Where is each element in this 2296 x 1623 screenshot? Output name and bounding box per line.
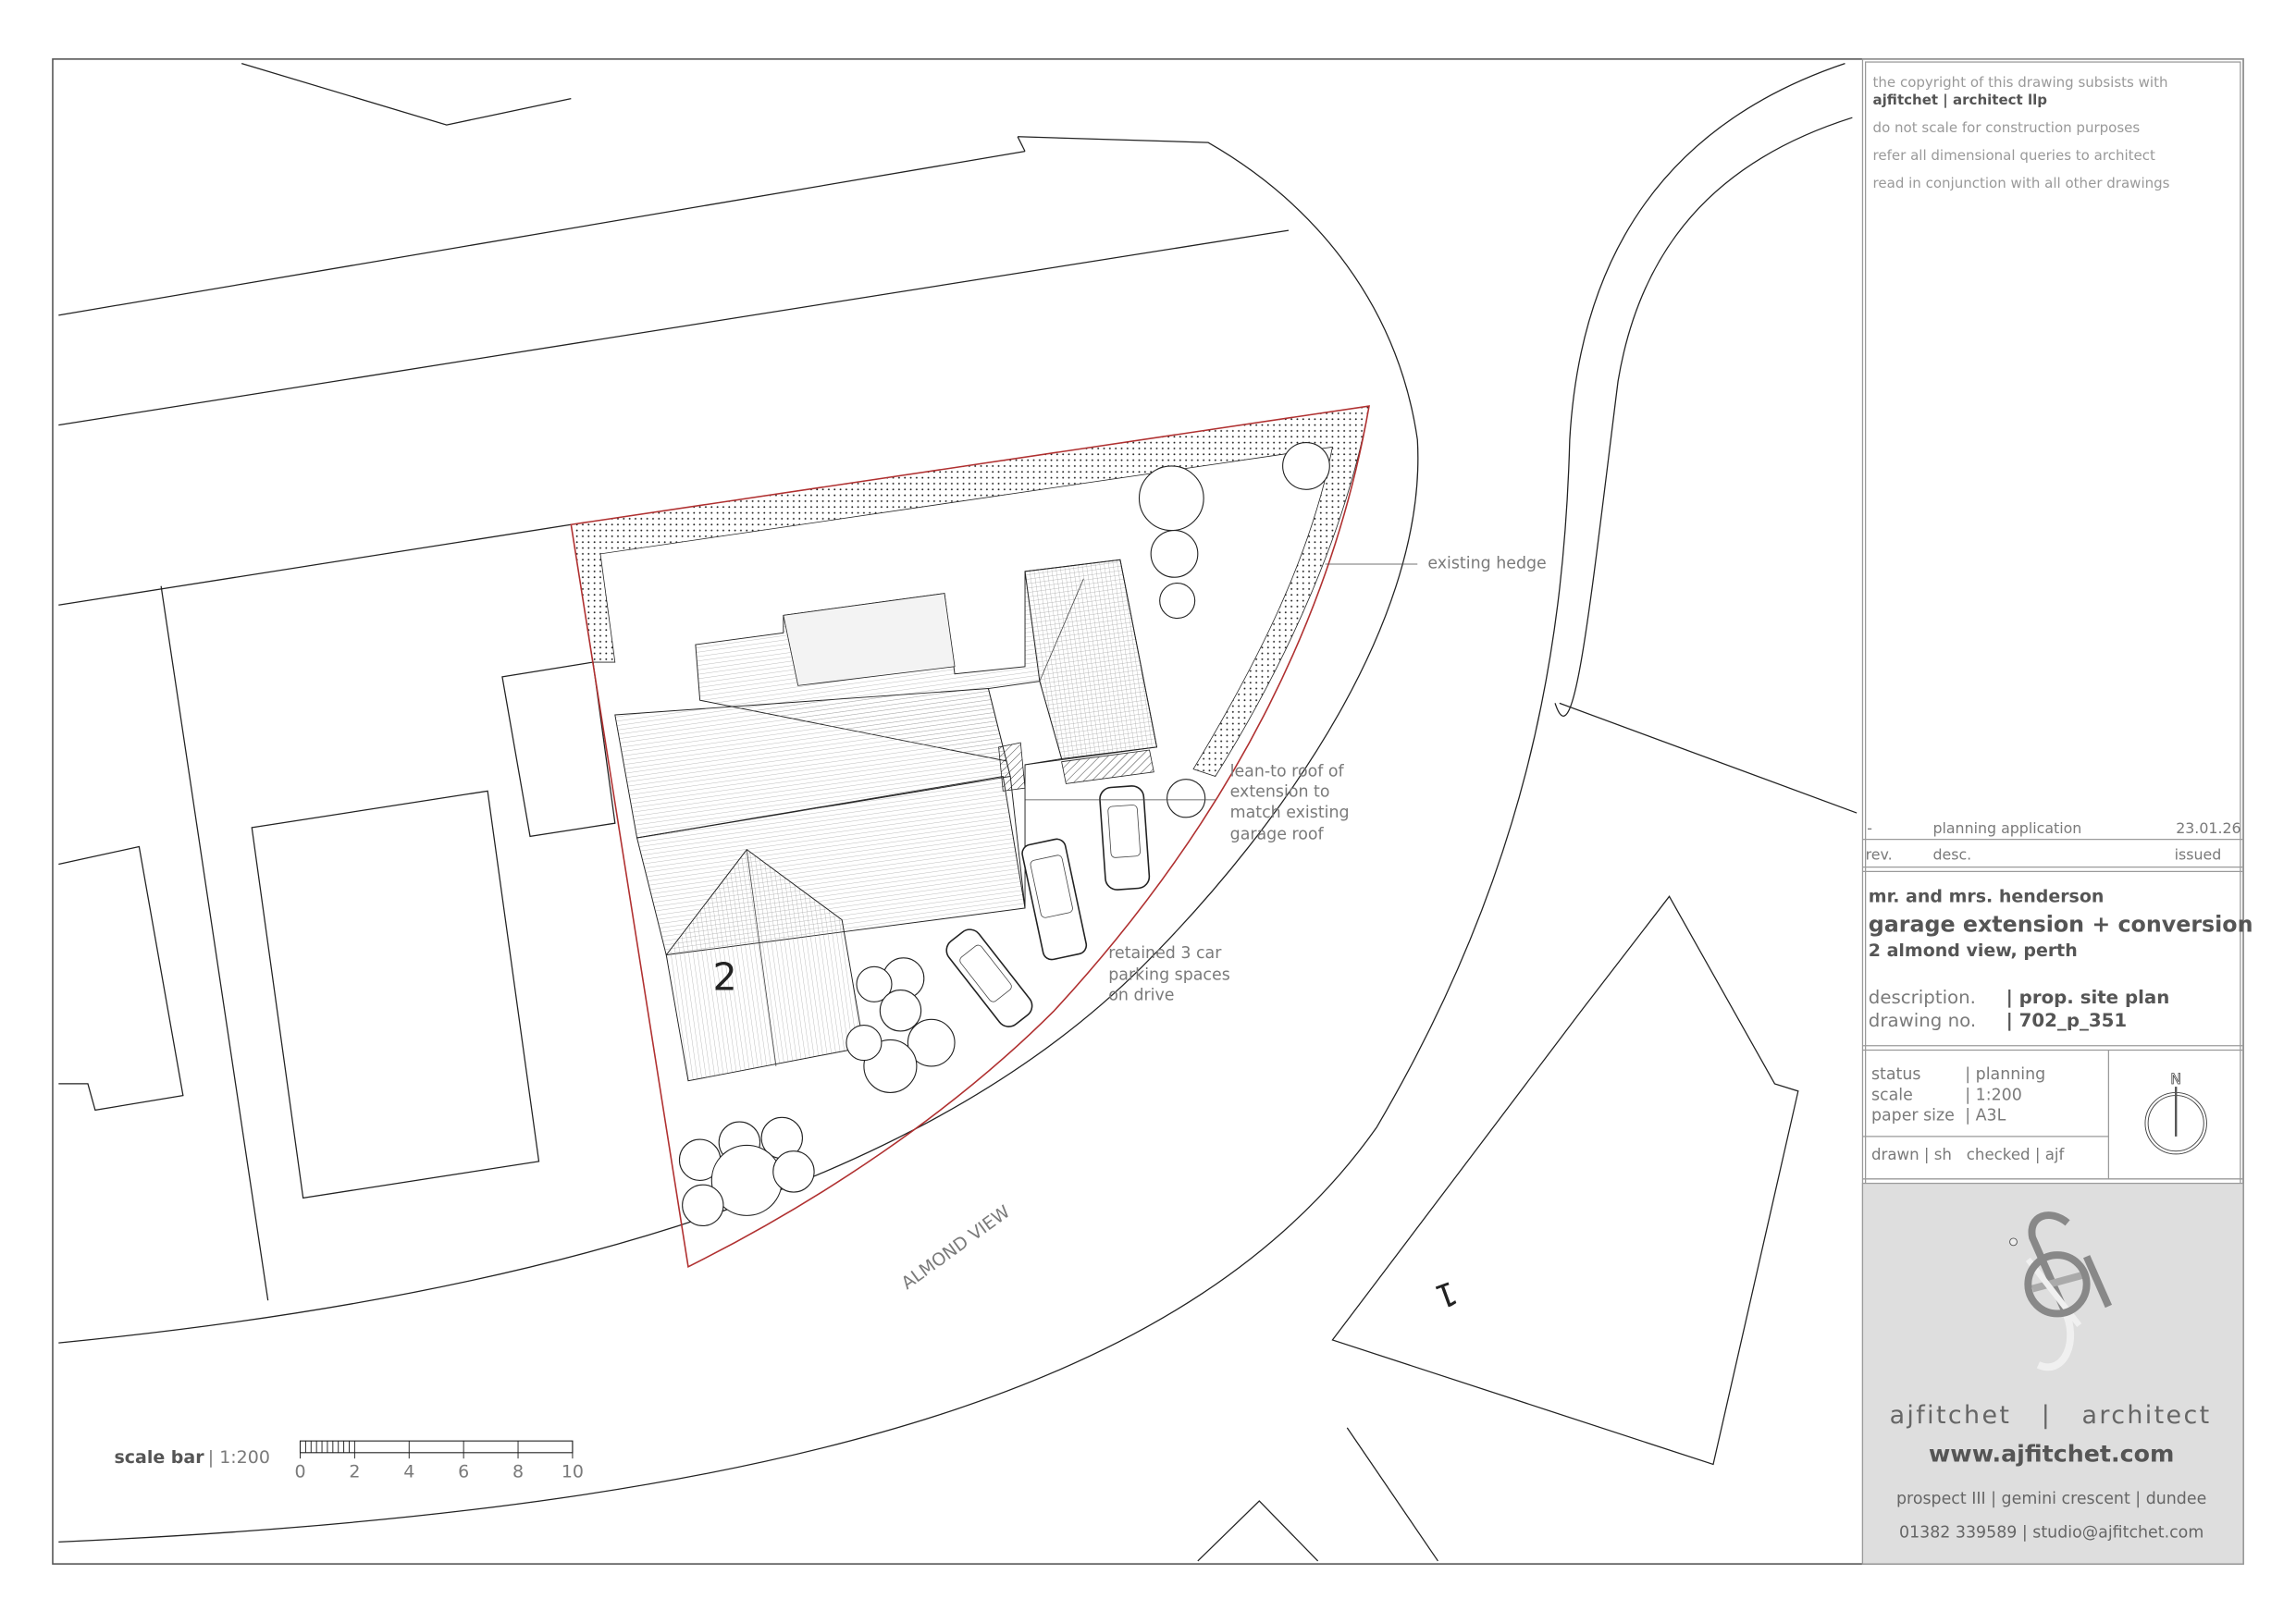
scale-label: scale bbox=[1871, 1086, 1913, 1104]
tree bbox=[1159, 583, 1196, 620]
scale-bar-tick-label: 8 bbox=[512, 1462, 524, 1482]
north-plot-line-2 bbox=[58, 229, 1290, 426]
tree bbox=[1282, 442, 1330, 490]
note-do-not-scale: do not scale for construction purposes bbox=[1873, 119, 2141, 136]
hip-roof bbox=[1024, 559, 1158, 760]
drawing-no-value: | 702_p_351 bbox=[2006, 1010, 2128, 1031]
lean-to-roof-2 bbox=[1061, 749, 1154, 784]
neighbour-house-1 bbox=[1331, 895, 1799, 1466]
status-value: | planning bbox=[1965, 1065, 2045, 1084]
tree bbox=[879, 990, 922, 1032]
car bbox=[945, 928, 1033, 1027]
south-shape bbox=[1197, 1500, 1319, 1562]
rev-value: - bbox=[1867, 819, 1872, 837]
note-copyright: the copyright of this drawing subsists w… bbox=[1873, 74, 2168, 91]
paper-label: paper size bbox=[1871, 1106, 1955, 1125]
scale-bar-label: scale bar bbox=[114, 1447, 204, 1468]
tree bbox=[846, 1025, 883, 1062]
practice-logo bbox=[2009, 1211, 2113, 1371]
svg-text:N: N bbox=[2170, 1070, 2181, 1088]
street-name: ALMOND VIEW bbox=[898, 1201, 1015, 1294]
practice-name-sep: | bbox=[2042, 1401, 2050, 1430]
rev-header: rev. bbox=[1866, 846, 1893, 864]
project-title: garage extension + conversion bbox=[1869, 911, 2253, 937]
road-edge-inner bbox=[58, 136, 1419, 1344]
car bbox=[1021, 838, 1088, 961]
lean-to-roof bbox=[998, 742, 1026, 792]
drawn-checked: drawn | sh checked | ajf bbox=[1871, 1146, 2066, 1163]
tree bbox=[682, 1184, 724, 1227]
practice-website[interactable]: www.ajfitchet.com bbox=[1929, 1439, 2174, 1467]
gable-ridge bbox=[746, 849, 777, 1066]
neighbour-boundary bbox=[1559, 702, 1858, 814]
description-value: | prop. site plan bbox=[2006, 987, 2170, 1008]
site-plan-drawing: 1 2 bbox=[58, 63, 1858, 1562]
tree bbox=[856, 965, 893, 1002]
practice-panel bbox=[1861, 1182, 2244, 1565]
road-end bbox=[1017, 136, 1026, 152]
scale-bar-tick-label: 4 bbox=[403, 1462, 414, 1482]
west-plot-line bbox=[160, 585, 269, 1301]
road-edge-outer bbox=[58, 63, 1845, 1543]
desc-header: desc. bbox=[1932, 846, 1971, 864]
practice-name-left: ajfitchet bbox=[1890, 1401, 2012, 1430]
paper-value: | A3L bbox=[1965, 1106, 2006, 1125]
tree bbox=[1138, 465, 1204, 532]
hip-line bbox=[1039, 578, 1084, 682]
north-arrow-icon: N bbox=[2144, 1070, 2207, 1155]
rear-flat-roof bbox=[783, 593, 956, 686]
trees bbox=[678, 442, 1330, 1227]
label-parking: retained 3 car parking spaces on drive bbox=[1108, 944, 1235, 1005]
practice-contact[interactable]: 01382 339589 | studio@ajfitchet.com bbox=[1899, 1524, 2203, 1543]
site-boundary bbox=[570, 405, 1370, 1268]
practice-name-right: architect bbox=[2082, 1401, 2212, 1430]
car bbox=[1099, 785, 1151, 891]
neighbour-number: 1 bbox=[1430, 1273, 1463, 1315]
scale-bar-ratio: | 1:200 bbox=[208, 1447, 270, 1468]
tree bbox=[772, 1150, 815, 1193]
plot-number: 2 bbox=[712, 955, 736, 1000]
scale-bar-tick-label: 2 bbox=[349, 1462, 360, 1482]
client-name: mr. and mrs. henderson bbox=[1869, 887, 2105, 907]
west-building bbox=[251, 790, 540, 1199]
front-gable-roof bbox=[665, 848, 865, 1082]
description-label: description. bbox=[1869, 987, 1976, 1008]
scale-bar-tick-label: 6 bbox=[458, 1462, 469, 1482]
status-label: status bbox=[1871, 1065, 1921, 1084]
north-plot-line-3 bbox=[58, 523, 572, 606]
revision-row: - planning application 23.01.26 bbox=[1867, 819, 2240, 837]
label-lean-to-roof: lean-to roof of extension to match exist… bbox=[1230, 763, 1354, 844]
drawing-no-label: drawing no. bbox=[1869, 1010, 1976, 1031]
tree bbox=[1150, 530, 1199, 578]
rev-issued: 23.01.26 bbox=[2176, 819, 2240, 837]
practice-address: prospect III | gemini crescent | dundee bbox=[1896, 1490, 2206, 1508]
issued-header: issued bbox=[2175, 846, 2222, 864]
note-queries: refer all dimensional queries to archite… bbox=[1873, 147, 2155, 164]
tree bbox=[907, 1018, 956, 1067]
existing-hedge bbox=[570, 405, 1370, 777]
scale-bar: scale bar | 1:200 0 2 4 6 8 10 bbox=[114, 1440, 584, 1482]
house-roof-plan: 2 bbox=[614, 559, 1158, 1082]
scale-bar-tick-label: 0 bbox=[294, 1462, 305, 1482]
scale-value: | 1:200 bbox=[1965, 1086, 2022, 1104]
title-block: the copyright of this drawing subsists w… bbox=[1861, 58, 2253, 1565]
project-address: 2 almond view, perth bbox=[1869, 941, 2078, 961]
north-plot-line-1 bbox=[58, 150, 1026, 316]
label-existing-hedge: existing hedge bbox=[1427, 555, 1546, 573]
note-firm: ajfitchet | architect llp bbox=[1873, 92, 2048, 109]
top-left-boundary bbox=[241, 63, 572, 126]
far-west-building bbox=[58, 845, 184, 1112]
road-edge-far bbox=[1554, 117, 1853, 717]
south-line bbox=[1346, 1427, 1438, 1562]
note-conjunction: read in conjunction with all other drawi… bbox=[1873, 175, 2170, 191]
neighbour-garage bbox=[501, 661, 616, 838]
scale-bar-tick-label: 10 bbox=[562, 1462, 584, 1482]
rev-desc: planning application bbox=[1932, 819, 2081, 837]
tree bbox=[1167, 779, 1206, 818]
